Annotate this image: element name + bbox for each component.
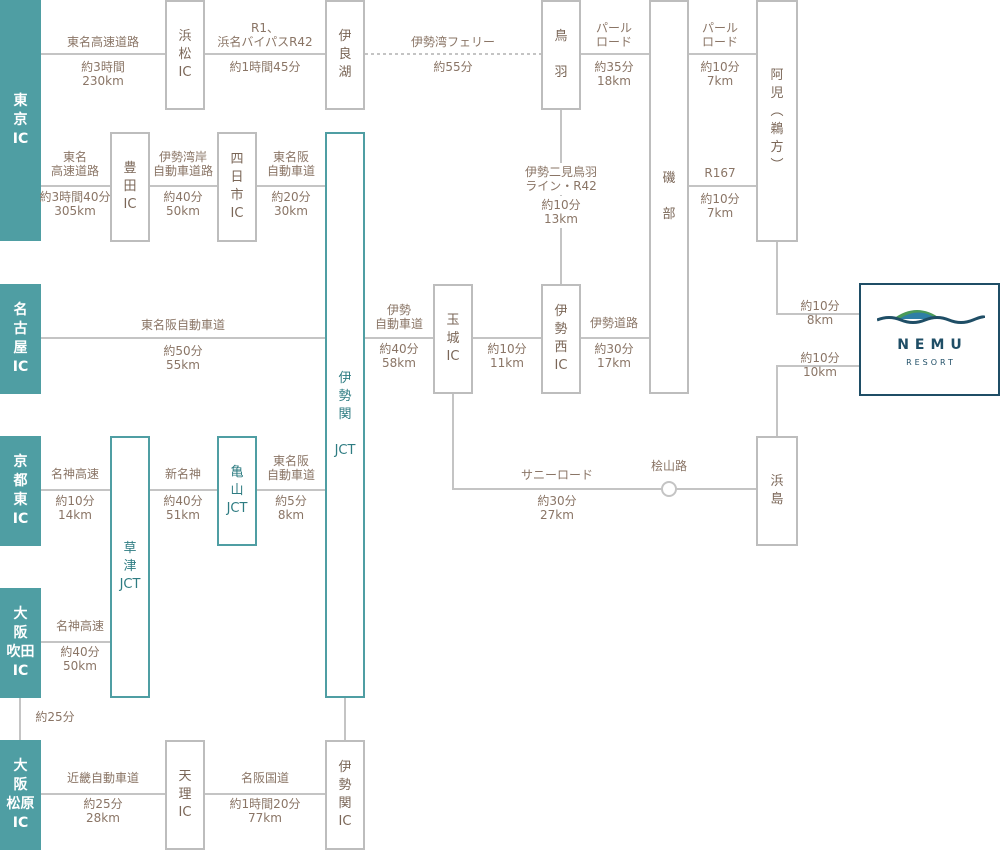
node-toba: 鳥 羽 [541, 0, 581, 110]
origin-matsubara-label: 大 阪 松原 IC [6, 758, 35, 831]
origin-osaka-suita-ic: 大 阪 吹田 IC [0, 588, 41, 698]
node-iseseki-ic: 伊 勢 関 IC [325, 740, 365, 850]
node-isenishi-ic: 伊 勢 西 IC [541, 284, 581, 394]
node-yokkaichi-label: 四 日 市 IC [230, 152, 244, 221]
node-tamaki-label: 玉 城 IC [446, 313, 460, 364]
node-tenri-label: 天 理 IC [178, 769, 192, 820]
route-futami-info: 約10分 13km [541, 196, 581, 228]
route-tomei-info: 約3時間 230km [81, 60, 125, 88]
route-futami-name: 伊勢二見鳥羽 ライン・R42 [524, 163, 598, 195]
route-isedoro-name: 伊勢道路 [589, 316, 639, 330]
route-meihan-info: 約50分 55km [163, 344, 203, 372]
route-meihan-kokudo-info: 約1時間20分 77km [229, 797, 301, 825]
route-pearl2-name: パール ロード [701, 21, 739, 49]
route-ferry-name: 伊勢湾フェリー [410, 35, 496, 49]
route-ise-exp-name: 伊勢 自動車道 [374, 303, 424, 331]
node-isobe-label: 磯 部 [662, 171, 676, 222]
node-yokkaichi-ic: 四 日 市 IC [217, 132, 257, 242]
origin-tokyo-label: 東 京 IC [12, 93, 29, 147]
route-ferry-info: 約55分 [433, 60, 473, 74]
resort-subtitle: RESORT [906, 358, 956, 367]
node-iseseki-jct-label: 伊 勢 関 JCT [334, 371, 356, 458]
route-meishin-info: 約10分 14km [55, 494, 95, 522]
line-hamajima-resort [776, 365, 859, 436]
origin-tokyo-ic: 東 京 IC [0, 0, 41, 241]
origin-suita-label: 大 阪 吹田 IC [6, 606, 35, 679]
origin-kyoto-label: 京 都 東 IC [12, 454, 29, 527]
route-ago-resort-info: 約10分 8km [800, 299, 840, 327]
node-toyota-ic: 豊 田 IC [110, 132, 150, 242]
route-meishin2-info: 約40分 50km [60, 645, 100, 673]
route-kinki-name: 近畿自動車道 [66, 771, 140, 785]
origin-kyoto-higashi-ic: 京 都 東 IC [0, 436, 41, 546]
node-kameyama-jct: 亀 山 JCT [217, 436, 257, 546]
route-kuwayama-name: 桧山路 [650, 459, 688, 473]
route-meishin2-name: 名神高速 [55, 619, 105, 633]
kuwayama-marker [661, 481, 677, 497]
node-kusatsu-jct: 草 津 JCT [110, 436, 150, 698]
node-hamajima: 浜 島 [756, 436, 798, 546]
route-pearl2-info: 約10分 7km [700, 60, 740, 88]
route-meihan-name: 東名阪自動車道 [140, 318, 226, 332]
line-ago-resort [776, 241, 859, 315]
node-toba-label: 鳥 羽 [554, 29, 568, 80]
node-toyota-label: 豊 田 IC [123, 161, 137, 212]
route-higashimeihan-info: 約20分 30km [271, 190, 311, 218]
nemu-resort-logo: NEMU RESORT [859, 283, 1000, 396]
route-higashimeihan-name: 東名阪 自動車道 [266, 150, 316, 178]
route-shinmeishin-name: 新名神 [164, 467, 202, 481]
route-tamaki-isenishi-info: 約10分 11km [487, 342, 527, 370]
route-r1-info: 約1時間45分 [229, 60, 301, 74]
route-meihan-kokudo-name: 名阪国道 [240, 771, 290, 785]
node-hamamatsu-ic: 浜 松 IC [165, 0, 205, 110]
route-shinmeishin-info: 約40分 51km [163, 494, 203, 522]
route-r167-name: R167 [704, 166, 736, 180]
node-isobe: 磯 部 [649, 0, 689, 394]
node-irago-label: 伊 良 湖 [338, 29, 352, 80]
origin-nagoya-ic: 名 古 屋 IC [0, 284, 41, 394]
route-tomei2-info: 約3時間40分 305km [39, 190, 111, 218]
node-hamajima-label: 浜 島 [770, 474, 784, 507]
route-sunny-info: 約30分 27km [537, 494, 577, 522]
node-hamamatsu-label: 浜 松 IC [178, 29, 192, 80]
node-ago-ugata: 阿 児 ︵ 鵜 方 ︶ [756, 0, 798, 242]
node-iseseki-jct: 伊 勢 関 JCT [325, 132, 365, 698]
node-tenri-ic: 天 理 IC [165, 740, 205, 850]
route-suita-matsubara-info: 約25分 [35, 710, 75, 724]
line-tamaki-hamajima [452, 394, 756, 490]
node-kameyama-label: 亀 山 JCT [226, 465, 248, 516]
route-r167-info: 約10分 7km [700, 192, 740, 220]
origin-nagoya-label: 名 古 屋 IC [12, 302, 29, 375]
route-kinki-info: 約25分 28km [83, 797, 123, 825]
node-tamaki-ic: 玉 城 IC [433, 284, 473, 394]
node-ago-label: 阿 児 ︵ 鵜 方 ︶ [770, 68, 784, 173]
node-irago: 伊 良 湖 [325, 0, 365, 110]
route-higashimeihan2-info: 約5分 8km [275, 494, 307, 522]
route-isewangan-info: 約40分 50km [163, 190, 203, 218]
nemu-wave-icon [877, 310, 985, 324]
route-isewangan-name: 伊勢湾岸 自動車道路 [152, 150, 214, 178]
route-higashimeihan2-name: 東名阪 自動車道 [266, 454, 316, 482]
node-kusatsu-label: 草 津 JCT [119, 541, 141, 592]
node-iseseki-ic-label: 伊 勢 関 IC [338, 760, 352, 829]
route-hamajima-resort-info: 約10分 10km [800, 351, 840, 379]
origin-osaka-matsubara-ic: 大 阪 松原 IC [0, 740, 41, 850]
route-ise-exp-info: 約40分 58km [379, 342, 419, 370]
route-tomei-name: 東名高速道路 [66, 35, 140, 49]
route-pearl1-info: 約35分 18km [594, 60, 634, 88]
route-r1-name: R1、 浜名バイパスR42 [217, 21, 313, 49]
route-isedoro-info: 約30分 17km [594, 342, 634, 370]
route-sunny-name: サニーロード [520, 468, 594, 482]
route-meishin-name: 名神高速 [50, 467, 100, 481]
resort-name: NEMU [897, 337, 968, 353]
route-tomei2-name: 東名 高速道路 [50, 150, 100, 178]
node-isenishi-label: 伊 勢 西 IC [554, 304, 568, 373]
route-pearl1-name: パール ロード [595, 21, 633, 49]
